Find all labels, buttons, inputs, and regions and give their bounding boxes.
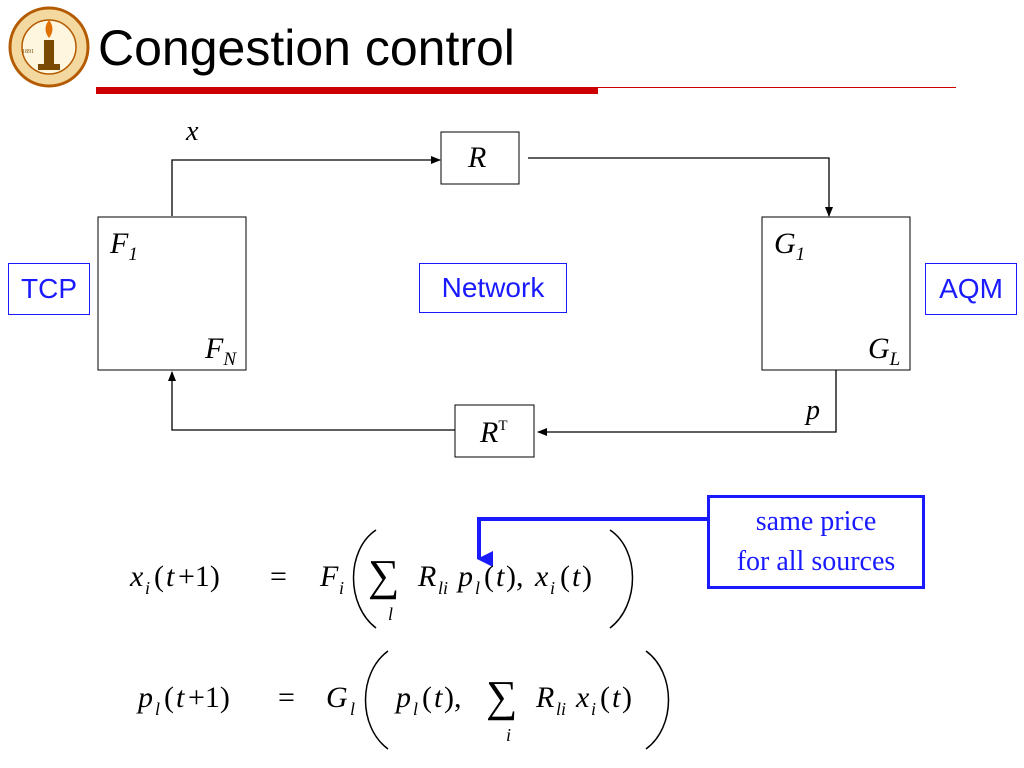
svg-text:=: = bbox=[278, 681, 295, 714]
svg-text:∑: ∑ bbox=[486, 672, 517, 721]
svg-text:),: ), bbox=[444, 681, 462, 714]
note-line-2: for all sources bbox=[736, 546, 896, 577]
r-box bbox=[440, 131, 520, 185]
svg-text:): ) bbox=[622, 681, 632, 714]
note-line-1: same price bbox=[755, 506, 877, 537]
svg-text:+1): +1) bbox=[178, 560, 220, 593]
page-title: Congestion control bbox=[98, 20, 515, 76]
svg-text:i: i bbox=[591, 699, 596, 719]
svg-text:p: p bbox=[456, 560, 473, 593]
svg-text:+1): +1) bbox=[188, 681, 230, 714]
svg-text:x: x bbox=[575, 681, 590, 714]
logo-year: 1891 bbox=[22, 49, 34, 55]
f-box bbox=[97, 216, 247, 371]
svg-text:l: l bbox=[388, 604, 393, 624]
link-x bbox=[171, 156, 441, 216]
svg-text:R: R bbox=[417, 560, 436, 593]
svg-text:li: li bbox=[438, 578, 448, 598]
svg-text:p: p bbox=[394, 681, 411, 714]
svg-text:p: p bbox=[136, 681, 153, 714]
svg-text:t: t bbox=[166, 560, 175, 593]
link-p bbox=[537, 370, 837, 436]
svg-text:(: ( bbox=[560, 560, 570, 593]
svg-text:G: G bbox=[326, 681, 348, 714]
svg-text:l: l bbox=[350, 699, 355, 719]
g1-label: G1 bbox=[774, 227, 805, 265]
svg-text:(: ( bbox=[164, 681, 174, 714]
caltech-logo: 1891 bbox=[8, 6, 90, 88]
same-price-note: same price for all sources bbox=[707, 495, 925, 589]
svg-text:(: ( bbox=[484, 560, 494, 593]
gl-label: GL bbox=[868, 332, 900, 370]
svg-text:t: t bbox=[612, 681, 621, 714]
svg-text:(: ( bbox=[154, 560, 164, 593]
aqm-label: AQM bbox=[925, 263, 1017, 315]
title-underline-thick bbox=[96, 87, 598, 94]
rt-box-label: RT bbox=[479, 416, 508, 449]
svg-text:(: ( bbox=[600, 681, 610, 714]
svg-text:x: x bbox=[129, 560, 144, 593]
fn-label: FN bbox=[204, 332, 237, 370]
svg-text:li: li bbox=[556, 699, 566, 719]
svg-text:i: i bbox=[506, 725, 511, 745]
x-label: x bbox=[185, 116, 199, 147]
note-pointer bbox=[477, 517, 708, 567]
network-label: Network bbox=[419, 263, 567, 313]
p-label: p bbox=[804, 395, 820, 426]
r-box-label: R bbox=[467, 141, 486, 174]
svg-text:l: l bbox=[155, 699, 160, 719]
tcp-label: TCP bbox=[8, 263, 90, 315]
f1-label: F1 bbox=[109, 227, 138, 265]
svg-text:t: t bbox=[176, 681, 185, 714]
svg-text:l: l bbox=[413, 699, 418, 719]
svg-text:t: t bbox=[434, 681, 443, 714]
svg-text:R: R bbox=[535, 681, 554, 714]
link-q bbox=[168, 371, 455, 431]
title-underline-thin bbox=[598, 87, 956, 88]
link-y bbox=[528, 157, 833, 217]
svg-text:),: ), bbox=[506, 560, 524, 593]
svg-text:): ) bbox=[582, 560, 592, 593]
svg-text:∑: ∑ bbox=[368, 551, 399, 600]
svg-text:t: t bbox=[496, 560, 505, 593]
svg-text:(: ( bbox=[422, 681, 432, 714]
g-box bbox=[761, 216, 911, 371]
svg-text:l: l bbox=[475, 578, 480, 598]
svg-text:i: i bbox=[145, 578, 150, 598]
svg-text:t: t bbox=[572, 560, 581, 593]
svg-text:F: F bbox=[319, 560, 339, 593]
rt-box bbox=[454, 404, 535, 458]
svg-text:i: i bbox=[550, 578, 555, 598]
svg-text:i: i bbox=[339, 578, 344, 598]
svg-text:x: x bbox=[534, 560, 549, 593]
svg-text:=: = bbox=[270, 560, 287, 593]
